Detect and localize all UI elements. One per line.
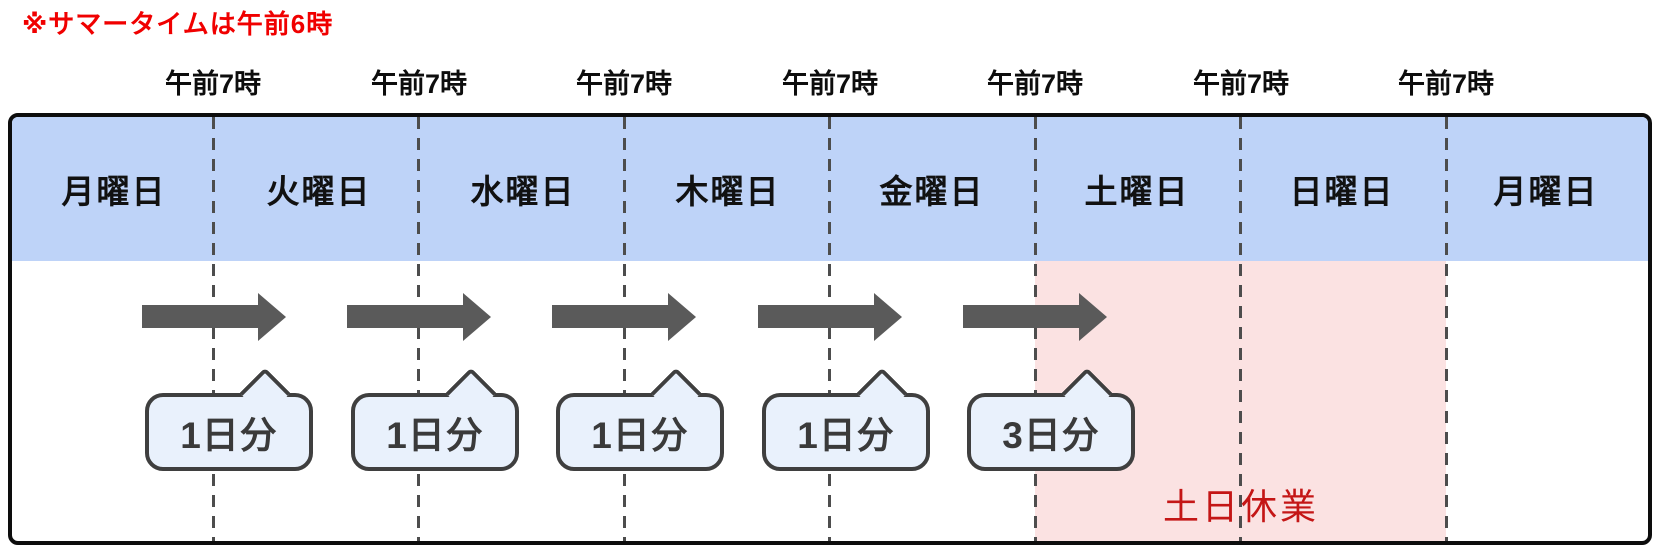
callout-label: 1日分	[591, 415, 689, 456]
arrow-head	[463, 293, 491, 341]
arrow-head	[1079, 293, 1107, 341]
callout-bubble-1day: 1日分	[145, 367, 313, 471]
day-cell-thursday: 木曜日	[675, 173, 781, 210]
day-cell-saturday: 土曜日	[1084, 173, 1190, 210]
hour-divider-line	[212, 117, 215, 541]
arrow-right-icon	[758, 293, 902, 341]
arrow-head	[258, 293, 286, 341]
day-cell-friday: 金曜日	[879, 173, 985, 210]
arrow-right-icon	[552, 293, 696, 341]
hour-mark-label: 午前7時	[1397, 69, 1495, 99]
arrow-head	[668, 293, 696, 341]
arrow-head	[874, 293, 902, 341]
day-cell-sunday: 日曜日	[1289, 173, 1395, 210]
day-cell-monday: 月曜日	[61, 173, 167, 210]
hour-mark-label: 午前7時	[370, 69, 468, 99]
callout-bubble-3days: 3日分	[967, 367, 1135, 471]
callout-bubble-1day: 1日分	[351, 367, 519, 471]
callout-label: 1日分	[386, 415, 484, 456]
hour-mark-label: 午前7時	[781, 69, 879, 99]
hour-mark-label: 午前7時	[1192, 69, 1290, 99]
hour-divider-line	[623, 117, 626, 541]
summer-time-note: ※サマータイムは午前6時	[22, 9, 334, 39]
hour-mark-label: 午前7時	[986, 69, 1084, 99]
hour-divider-line	[1239, 117, 1242, 541]
callout-label: 1日分	[180, 415, 278, 456]
hour-divider-line	[1034, 117, 1037, 541]
day-cell-wednesday: 水曜日	[470, 173, 576, 210]
callout-label: 3日分	[1002, 415, 1100, 456]
arrow-shaft	[347, 305, 465, 328]
day-cell-monday-next: 月曜日	[1493, 173, 1599, 210]
day-cell-tuesday: 火曜日	[266, 173, 372, 210]
arrow-shaft	[552, 305, 670, 328]
hour-mark-label: 午前7時	[575, 69, 673, 99]
hour-divider-line	[1445, 117, 1448, 541]
arrow-shaft	[142, 305, 260, 328]
callout-bubble-1day: 1日分	[762, 367, 930, 471]
callout-bubble-1day: 1日分	[556, 367, 724, 471]
arrow-right-icon	[347, 293, 491, 341]
arrow-shaft	[758, 305, 876, 328]
callout-label: 1日分	[797, 415, 895, 456]
arrow-right-icon	[963, 293, 1107, 341]
hour-divider-line	[417, 117, 420, 541]
hour-mark-label: 午前7時	[164, 69, 262, 99]
arrow-right-icon	[142, 293, 286, 341]
timeline-frame: 月曜日 火曜日 水曜日 木曜日 金曜日 土曜日 日曜日 月曜日 1日分 1日分 …	[8, 113, 1652, 545]
arrow-shaft	[963, 305, 1081, 328]
hour-divider-line	[828, 117, 831, 541]
weekend-closed-label: 土日休業	[1162, 486, 1319, 527]
